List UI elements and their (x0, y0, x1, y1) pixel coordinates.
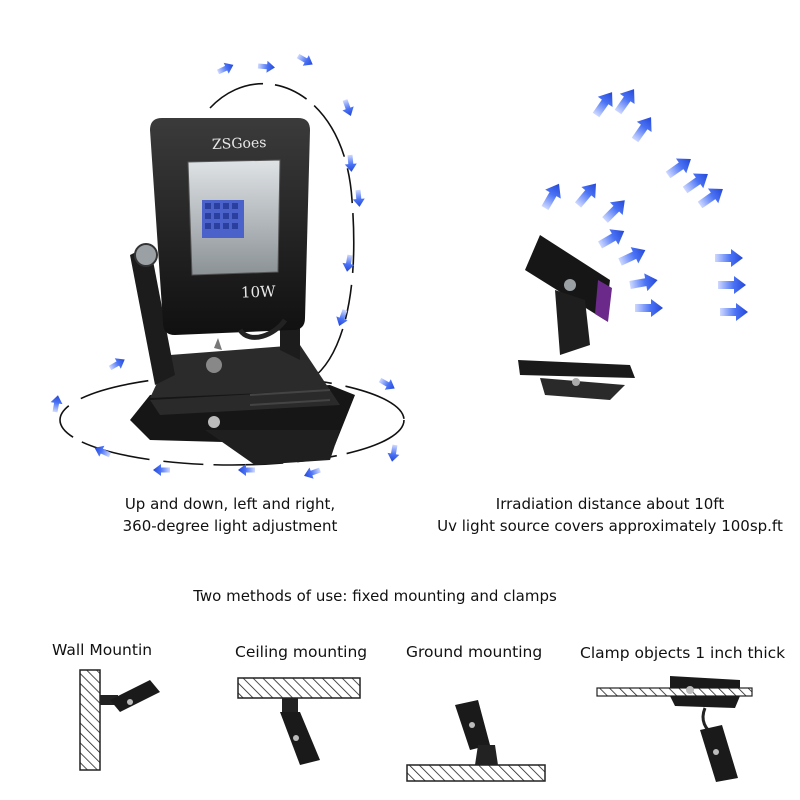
ground-mount-diagram (406, 700, 546, 782)
adjust-caption: Up and down, left and right, 360-degree … (95, 493, 365, 537)
clamp-mount-label: Clamp objects 1 inch thick (580, 644, 786, 662)
adjust-caption-line2: 360-degree light adjustment (122, 517, 338, 535)
adjust-caption-line1: Up and down, left and right, (124, 495, 336, 513)
ceiling-mount-label: Ceiling mounting (235, 643, 368, 661)
wall-mount-label: Wall Mountin (52, 641, 153, 659)
brand-label: ZSGoes (211, 135, 267, 153)
pivot-bolt (134, 243, 158, 267)
wattage-label: 10W (240, 282, 276, 302)
ceiling-mount-diagram (237, 677, 361, 765)
mount-bracket (130, 245, 175, 385)
ground-mount-label: Ground mounting (406, 643, 543, 661)
irradiation-caption: Irradiation distance about 10ft Uv light… (420, 493, 800, 537)
wall-mount-diagram (79, 669, 160, 771)
clamp-mount-diagram (596, 676, 753, 782)
side-flood-light (518, 83, 748, 400)
main-flood-light (49, 50, 405, 482)
vertical-rotation-arc (209, 82, 355, 381)
irradiation-caption-line1: Irradiation distance about 10ft (495, 495, 725, 513)
irradiation-caption-line2: Uv light source covers approximately 100… (437, 517, 783, 535)
methods-title: Two methods of use: fixed mounting and c… (193, 587, 557, 605)
clamp-base (130, 345, 355, 465)
